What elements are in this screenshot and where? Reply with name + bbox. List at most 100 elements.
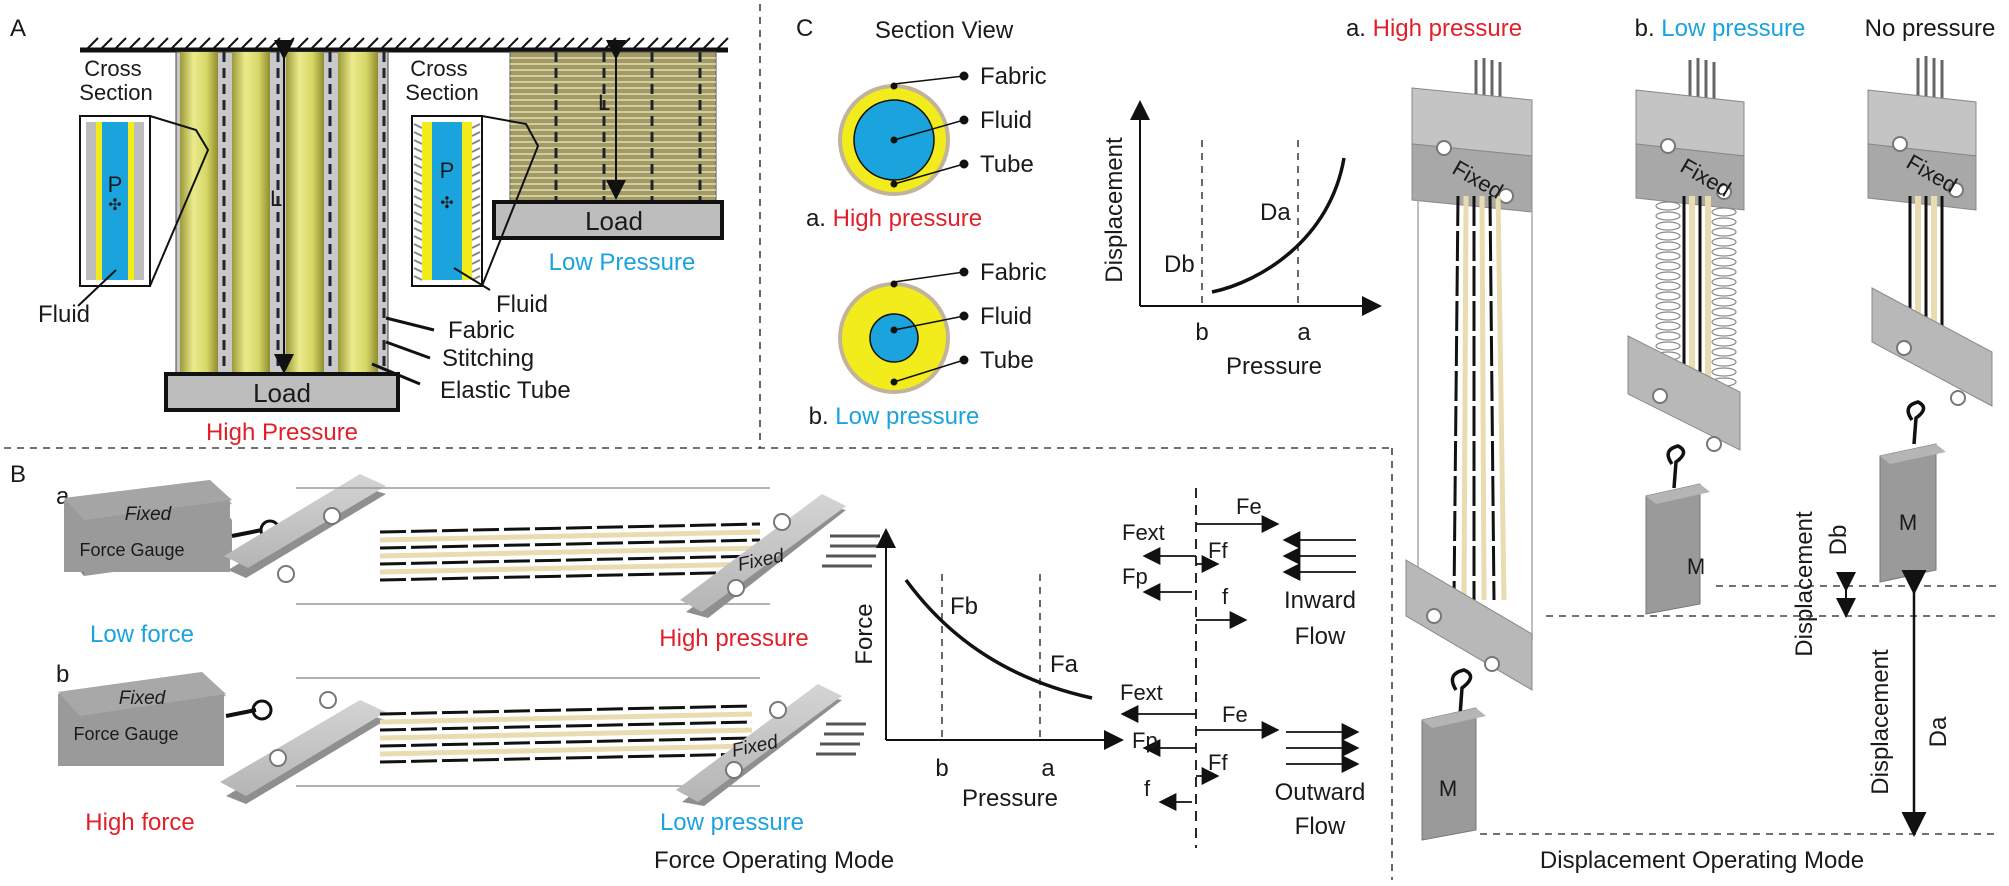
section-a-caption: a. High pressure [806, 205, 982, 232]
displacement-graph [1130, 100, 1382, 316]
tick-b-c: b [1195, 319, 1208, 346]
disp-db-label-2: Db [1825, 525, 1852, 556]
high-force-label: High force [85, 809, 194, 836]
section-b-fabric: Fabric [980, 259, 1047, 286]
force-graph [876, 528, 1124, 750]
force-fp-top: Fp [1122, 564, 1148, 589]
elastic-tube-label: Elastic Tube [440, 377, 571, 404]
gauge-fixed-b: Fixed [119, 688, 167, 709]
mass-low: M [1687, 554, 1705, 579]
force-f-top: f [1222, 584, 1229, 609]
pressure-cross-2: ✣ [440, 195, 453, 212]
force-ff-bottom: Ff [1208, 750, 1228, 775]
section-circle-high [838, 71, 969, 196]
fluid-label-2: Fluid [496, 291, 548, 318]
mass-high: M [1439, 776, 1457, 801]
section-circle-low [838, 267, 969, 394]
pressure-cross-1: ✣ [108, 197, 121, 214]
force-fe-top: Fe [1236, 494, 1262, 519]
header-none: No pressure [1865, 15, 1996, 42]
panel-a: L Load High Pressure Cross Section P ✣ F… [38, 37, 729, 446]
section-b-fluid: Fluid [980, 303, 1032, 330]
mass-none: M [1899, 510, 1917, 535]
force-rig-a [64, 474, 880, 618]
cross-section-high: P ✣ [77, 115, 210, 307]
pressure-axis-label-b: Pressure [962, 785, 1058, 812]
displacement-panel: a. High pressure b. Low pressure No pres… [1346, 15, 2000, 874]
material-leader-lines [371, 316, 435, 386]
displacement-axis-label: Displacement [1101, 137, 1128, 283]
panel-letter-c: C [796, 15, 813, 42]
disp-mode-label: Displacement Operating Mode [1540, 847, 1864, 874]
panel-c: Section View Fabric Fluid Tube a. High p… [806, 17, 1382, 430]
load-block-low [492, 200, 724, 240]
load-label-high: Load [253, 378, 311, 408]
gauge-fixed-a: Fixed [125, 504, 173, 525]
displacement-markers [1480, 570, 2000, 837]
flow-bottom-1: Outward [1275, 779, 1366, 806]
force-fp-bottom: Fp [1132, 728, 1158, 753]
flow-top-1: Inward [1284, 587, 1356, 614]
ceiling-hatch [80, 37, 729, 53]
force-ff-top: Ff [1208, 538, 1228, 563]
tick-a-b: a [1041, 755, 1055, 782]
fluid-label-1: Fluid [38, 301, 90, 328]
panel-dividers [4, 4, 1393, 880]
force-axis-label: Force [851, 603, 878, 664]
high-pressure-label: High Pressure [206, 419, 358, 446]
gauge-label-a: Force Gauge [79, 540, 184, 560]
panel-letter-a: A [10, 15, 26, 42]
low-pressure-actuator: L [509, 40, 717, 203]
force-fext-top: Fext [1122, 520, 1165, 545]
stitching-label: Stitching [442, 345, 534, 372]
disp-rig-high [1405, 58, 1533, 841]
section-view-title: Section View [875, 17, 1014, 44]
panel-b: a b [56, 474, 1365, 874]
pressure-axis-label-c: Pressure [1226, 353, 1322, 380]
point-da-label: Da [1260, 199, 1291, 226]
point-fb-label: Fb [950, 593, 978, 620]
load-label-low: Load [585, 206, 643, 236]
length-label-l2: L [598, 90, 610, 115]
length-label-l1: L [270, 186, 282, 211]
low-force-label: Low force [90, 621, 194, 648]
section-b-tube: Tube [980, 347, 1034, 374]
load-block-high [164, 372, 400, 412]
disp-rig-none [1867, 56, 1993, 583]
disp-da-label-2: Da [1925, 716, 1952, 747]
section-a-tube: Tube [980, 151, 1034, 178]
tick-b-b: b [935, 755, 948, 782]
section-b-caption: b. Low pressure [809, 403, 980, 430]
force-fext-bottom: Fext [1120, 680, 1163, 705]
pressure-p-2: P [440, 158, 455, 183]
point-db-label: Db [1164, 251, 1195, 278]
panel-letter-b: B [10, 461, 26, 488]
force-rig-b [58, 672, 866, 806]
low-pressure-label: Low Pressure [549, 249, 696, 276]
high-pressure-actuator: L [175, 40, 389, 375]
cross-section-label-1: Cross Section [79, 56, 152, 105]
disp-rig-low [1627, 58, 1745, 615]
fabric-label: Fabric [448, 317, 515, 344]
force-f-bottom: f [1144, 776, 1151, 801]
pressure-p-1: P [108, 172, 123, 197]
flow-bottom-2: Flow [1295, 813, 1346, 840]
point-fa-label: Fa [1050, 651, 1079, 678]
cross-section-low: P ✣ [411, 115, 540, 291]
header-low: b. Low pressure [1635, 15, 1806, 42]
cross-section-label-2: Cross Section [405, 56, 478, 105]
section-a-fluid: Fluid [980, 107, 1032, 134]
force-mode-label: Force Operating Mode [654, 847, 894, 874]
force-fe-bottom: Fe [1222, 702, 1248, 727]
header-high: a. High pressure [1346, 15, 1522, 42]
plate-fixed-b: Fixed [730, 731, 781, 761]
tick-a-c: a [1297, 319, 1311, 346]
section-a-fabric: Fabric [980, 63, 1047, 90]
row-b-letter: b [56, 661, 69, 688]
gauge-label-b: Force Gauge [73, 724, 178, 744]
disp-da-label-1: Displacement [1867, 649, 1894, 795]
flow-top-2: Flow [1295, 623, 1346, 650]
low-pressure-label-b: Low pressure [660, 809, 804, 836]
disp-db-label-1: Displacement [1791, 511, 1818, 657]
